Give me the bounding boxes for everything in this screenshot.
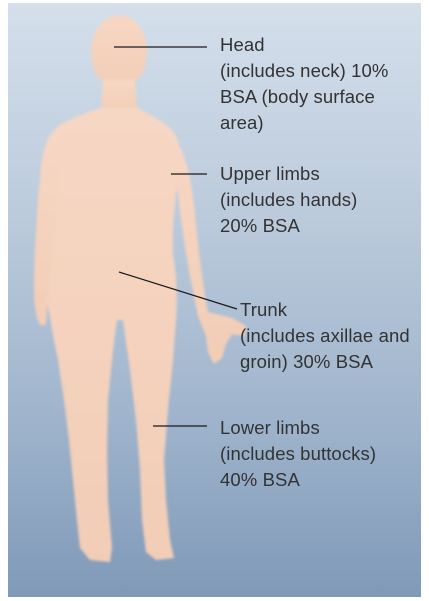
head-shape (91, 15, 147, 89)
lower-limbs-label: Lower limbs (includes buttocks) 40% BSA (220, 415, 376, 493)
head-label: Head (includes neck) 10% BSA (body surfa… (220, 32, 388, 136)
upper-limbs-label: Upper limbs (includes hands) 20% BSA (220, 161, 357, 239)
human-silhouette (34, 15, 246, 562)
torso-legs-shape (40, 108, 181, 562)
neck-shape (101, 80, 137, 112)
trunk-label: Trunk (includes axillae and groin) 30% B… (240, 297, 410, 375)
